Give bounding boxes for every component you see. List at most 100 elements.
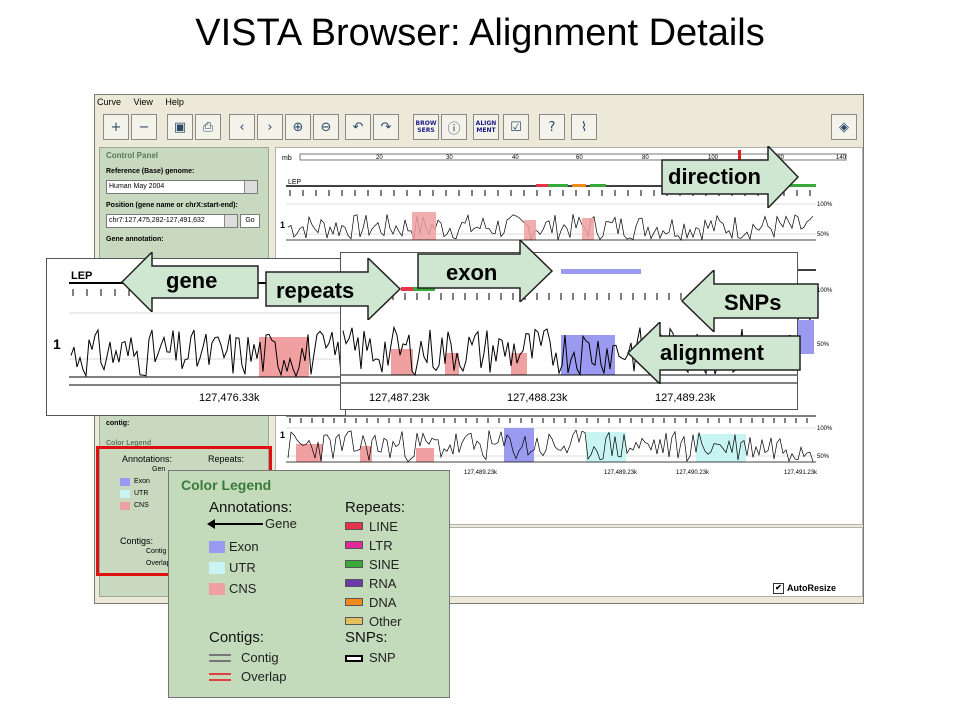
repeat-label-ltr: LTR [369, 538, 393, 553]
snp-legend-label: SNP [369, 650, 396, 665]
scroll-left-icon[interactable]: ‹ [229, 114, 255, 140]
reference-genome-select[interactable]: Human May 2004 [106, 180, 258, 194]
repeat-mark [590, 184, 606, 187]
repeat-swatch-other [345, 617, 363, 625]
color-legend-zoom: Color Legend Annotations: Gene Exon UTR … [168, 470, 450, 698]
zoom-out-minus-icon[interactable]: − [131, 114, 157, 140]
zoom-alignment-panel: 127,487.23k 127,488.23k 127,489.23k [340, 252, 798, 410]
snp-ticks [289, 190, 811, 196]
ruler-tick-label: 60 [576, 155, 583, 161]
coord-label: 127,490.23k [676, 470, 710, 476]
position-ruler[interactable] [299, 153, 847, 161]
info-icon[interactable]: ⓘ [441, 114, 467, 140]
contig-swatch [209, 654, 231, 662]
print-icon[interactable]: ⎙ [195, 114, 221, 140]
repeat-swatch-dna [345, 598, 363, 606]
contigs-heading: Contigs: [209, 629, 265, 646]
pct-50-label: 50% [817, 342, 830, 348]
exon-legend-label: Exon [229, 539, 259, 554]
repeats-heading: Repeats: [345, 499, 406, 516]
utr-legend-label: UTR [229, 560, 256, 575]
cns-peak [296, 444, 322, 462]
autoresize-toggle[interactable]: ✔AutoResize [773, 583, 837, 595]
ruler-tick-label: 40 [512, 155, 519, 161]
repeat-swatch-ltr [345, 541, 363, 549]
magnify-in-icon[interactable]: ⊕ [285, 114, 311, 140]
dna-helix-icon[interactable]: ⌇ [571, 114, 597, 140]
cns-peak [412, 212, 436, 240]
utr-swatch [209, 562, 225, 574]
go-label: Go [245, 217, 255, 224]
repeat-mark [548, 184, 568, 187]
save-icon[interactable]: ▣ [167, 114, 193, 140]
cns-swatch [120, 502, 130, 510]
menu-view[interactable]: View [133, 97, 153, 107]
reference-genome-value: Human May 2004 [109, 183, 165, 190]
coord-label: 127,491.23k [784, 470, 818, 476]
snps-callout-label: SNPs [724, 290, 782, 315]
go-button[interactable]: Go [240, 214, 260, 228]
cns-peak [416, 448, 434, 462]
conservation-curve [287, 213, 814, 241]
zoom-coord-label: 127,487.23k [369, 392, 430, 404]
alignment-callout-label: alignment [660, 340, 764, 365]
autoresize-label: AutoResize [787, 583, 837, 593]
repeat-swatch-line [345, 522, 363, 530]
zoom-row-label: 1 [53, 336, 61, 352]
track-label-lep: LEP [288, 179, 302, 186]
repeats-callout-label: repeats [276, 278, 355, 303]
menu-curve[interactable]: Curve [97, 97, 122, 107]
repeat-mark [536, 184, 548, 187]
overlap-swatch [209, 673, 231, 681]
chevron-down-icon[interactable] [224, 215, 237, 227]
repeat-mark [413, 287, 435, 291]
gene-callout-arrow [120, 252, 259, 312]
autoresize-checkbox[interactable]: ✔ [773, 583, 784, 595]
exon-callout-label: exon [446, 260, 498, 285]
color-legend-small-title: Color Legend [106, 440, 152, 447]
slide-title: VISTA Browser: Alignment Details [195, 12, 765, 54]
checklist-icon[interactable]: ☑ [503, 114, 529, 140]
ruler-tick-label: 100 [708, 155, 719, 161]
ruler-unit: mb [282, 155, 292, 162]
magnify-out-icon[interactable]: ⊖ [313, 114, 339, 140]
ruler-position-marker[interactable] [738, 150, 741, 162]
snp-swatch [345, 655, 363, 662]
exon-bar [561, 269, 641, 274]
utr-swatch [120, 490, 130, 498]
position-input[interactable]: chr7:127,475,282-127,491,632 [106, 214, 238, 228]
cns-peak [582, 218, 594, 240]
zoom-in-plus-icon[interactable]: + [103, 114, 129, 140]
help-icon[interactable]: ? [539, 114, 565, 140]
chevron-down-icon[interactable] [244, 181, 257, 193]
repeat-swatch-rna [345, 579, 363, 587]
alignment-button[interactable]: ALIGN MENT [473, 114, 499, 140]
browsers-button[interactable]: BROW SERS [413, 114, 439, 140]
gene-legend-label: Gene [265, 516, 297, 531]
color-legend-title: Color Legend [181, 477, 272, 493]
contig-legend-label: Contig [241, 650, 279, 665]
snps-heading: SNPs: [345, 629, 388, 646]
snps-callout-arrow [680, 270, 819, 332]
undo-icon[interactable]: ↶ [345, 114, 371, 140]
vista-logo-icon: ◈ [831, 114, 857, 140]
exon-callout-arrow [417, 240, 554, 302]
ruler-tick-label: 20 [376, 155, 383, 161]
exon-swatch [209, 541, 225, 553]
menu-help[interactable]: Help [165, 97, 184, 107]
repeat-label-line: LINE [369, 519, 398, 534]
cns-peak [360, 446, 372, 462]
pct-50-label: 50% [817, 232, 830, 238]
zoom-track-label: LEP [71, 270, 92, 282]
conservation-curve [287, 429, 814, 463]
cns-swatch [209, 583, 225, 595]
reference-genome-label: Reference (Base) genome: [106, 168, 195, 175]
toolbar: + − ▣ ⎙ ‹ › ⊕ ⊖ ↶ ↷ BROW SERS ⓘ ALIGN ME… [99, 111, 859, 145]
utr-small-label: UTR [134, 490, 149, 497]
snp-ticks [289, 418, 808, 423]
redo-icon[interactable]: ↷ [373, 114, 399, 140]
cns-peak [511, 353, 527, 375]
repeat-swatch-sine [345, 560, 363, 568]
scroll-right-icon[interactable]: › [257, 114, 283, 140]
position-value: chr7:127,475,282-127,491,632 [109, 217, 205, 224]
